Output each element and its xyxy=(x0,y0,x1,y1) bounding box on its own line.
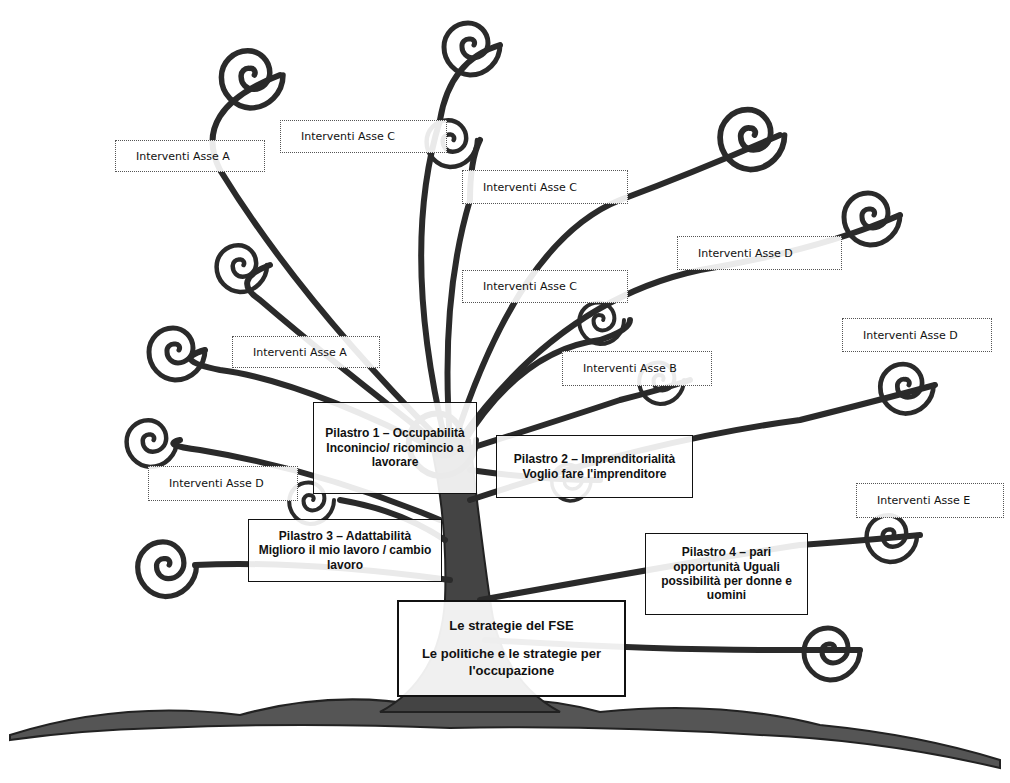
box-text: Interventi Asse B xyxy=(569,362,677,375)
spirals xyxy=(127,23,934,680)
intervention-box: Interventi Asse A xyxy=(232,336,380,368)
intervention-box: Interventi Asse D xyxy=(148,466,298,501)
box-text: Pilastro 4 – pari opportunità Uguali pos… xyxy=(652,545,801,603)
box-text: Pilastro 3 – Adattabilità Miglioro il mi… xyxy=(255,529,435,572)
box-text: Interventi Asse C xyxy=(469,181,577,194)
pillar-box: Pilastro 1 – Occupabilità Inconincio/ ri… xyxy=(313,402,477,494)
branches xyxy=(173,45,935,650)
intervention-box: Interventi Asse C xyxy=(462,270,628,303)
intervention-box: Interventi Asse D xyxy=(677,236,842,270)
intervention-box: Interventi Asse A xyxy=(115,140,265,172)
pillar-box: Pilastro 2 – Imprenditorialità Voglio fa… xyxy=(496,435,693,498)
intervention-box: Interventi Asse C xyxy=(462,170,628,204)
intervention-box: Interventi Asse C xyxy=(280,120,447,153)
box-text: Le strategie del FSE xyxy=(449,618,573,634)
strategy-box: Le strategie del FSE Le politiche e le st… xyxy=(397,600,626,697)
pillar-box: Pilastro 4 – pari opportunità Uguali pos… xyxy=(645,533,808,615)
intervention-box: Interventi Asse B xyxy=(562,351,712,386)
intervention-box: Interventi Asse D xyxy=(842,318,992,352)
box-text: Interventi Asse A xyxy=(239,346,347,359)
box-text: Pilastro 2 – Imprenditorialità Voglio fa… xyxy=(503,452,686,481)
box-text: Interventi Asse E xyxy=(863,494,970,507)
box-text: Interventi Asse A xyxy=(122,150,230,163)
box-text: Interventi Asse C xyxy=(469,280,577,293)
box-text: Interventi Asse D xyxy=(849,329,958,342)
box-text: Le politiche e le strategie per l'occupa… xyxy=(409,646,614,679)
box-text: Interventi Asse C xyxy=(287,130,395,143)
pillar-box: Pilastro 3 – Adattabilità Miglioro il mi… xyxy=(248,519,442,582)
box-text: Interventi Asse D xyxy=(684,247,793,260)
intervention-box: Interventi Asse E xyxy=(856,483,1004,518)
box-text: Pilastro 1 – Occupabilità Inconincio/ ri… xyxy=(320,426,470,469)
box-text: Interventi Asse D xyxy=(155,477,264,490)
